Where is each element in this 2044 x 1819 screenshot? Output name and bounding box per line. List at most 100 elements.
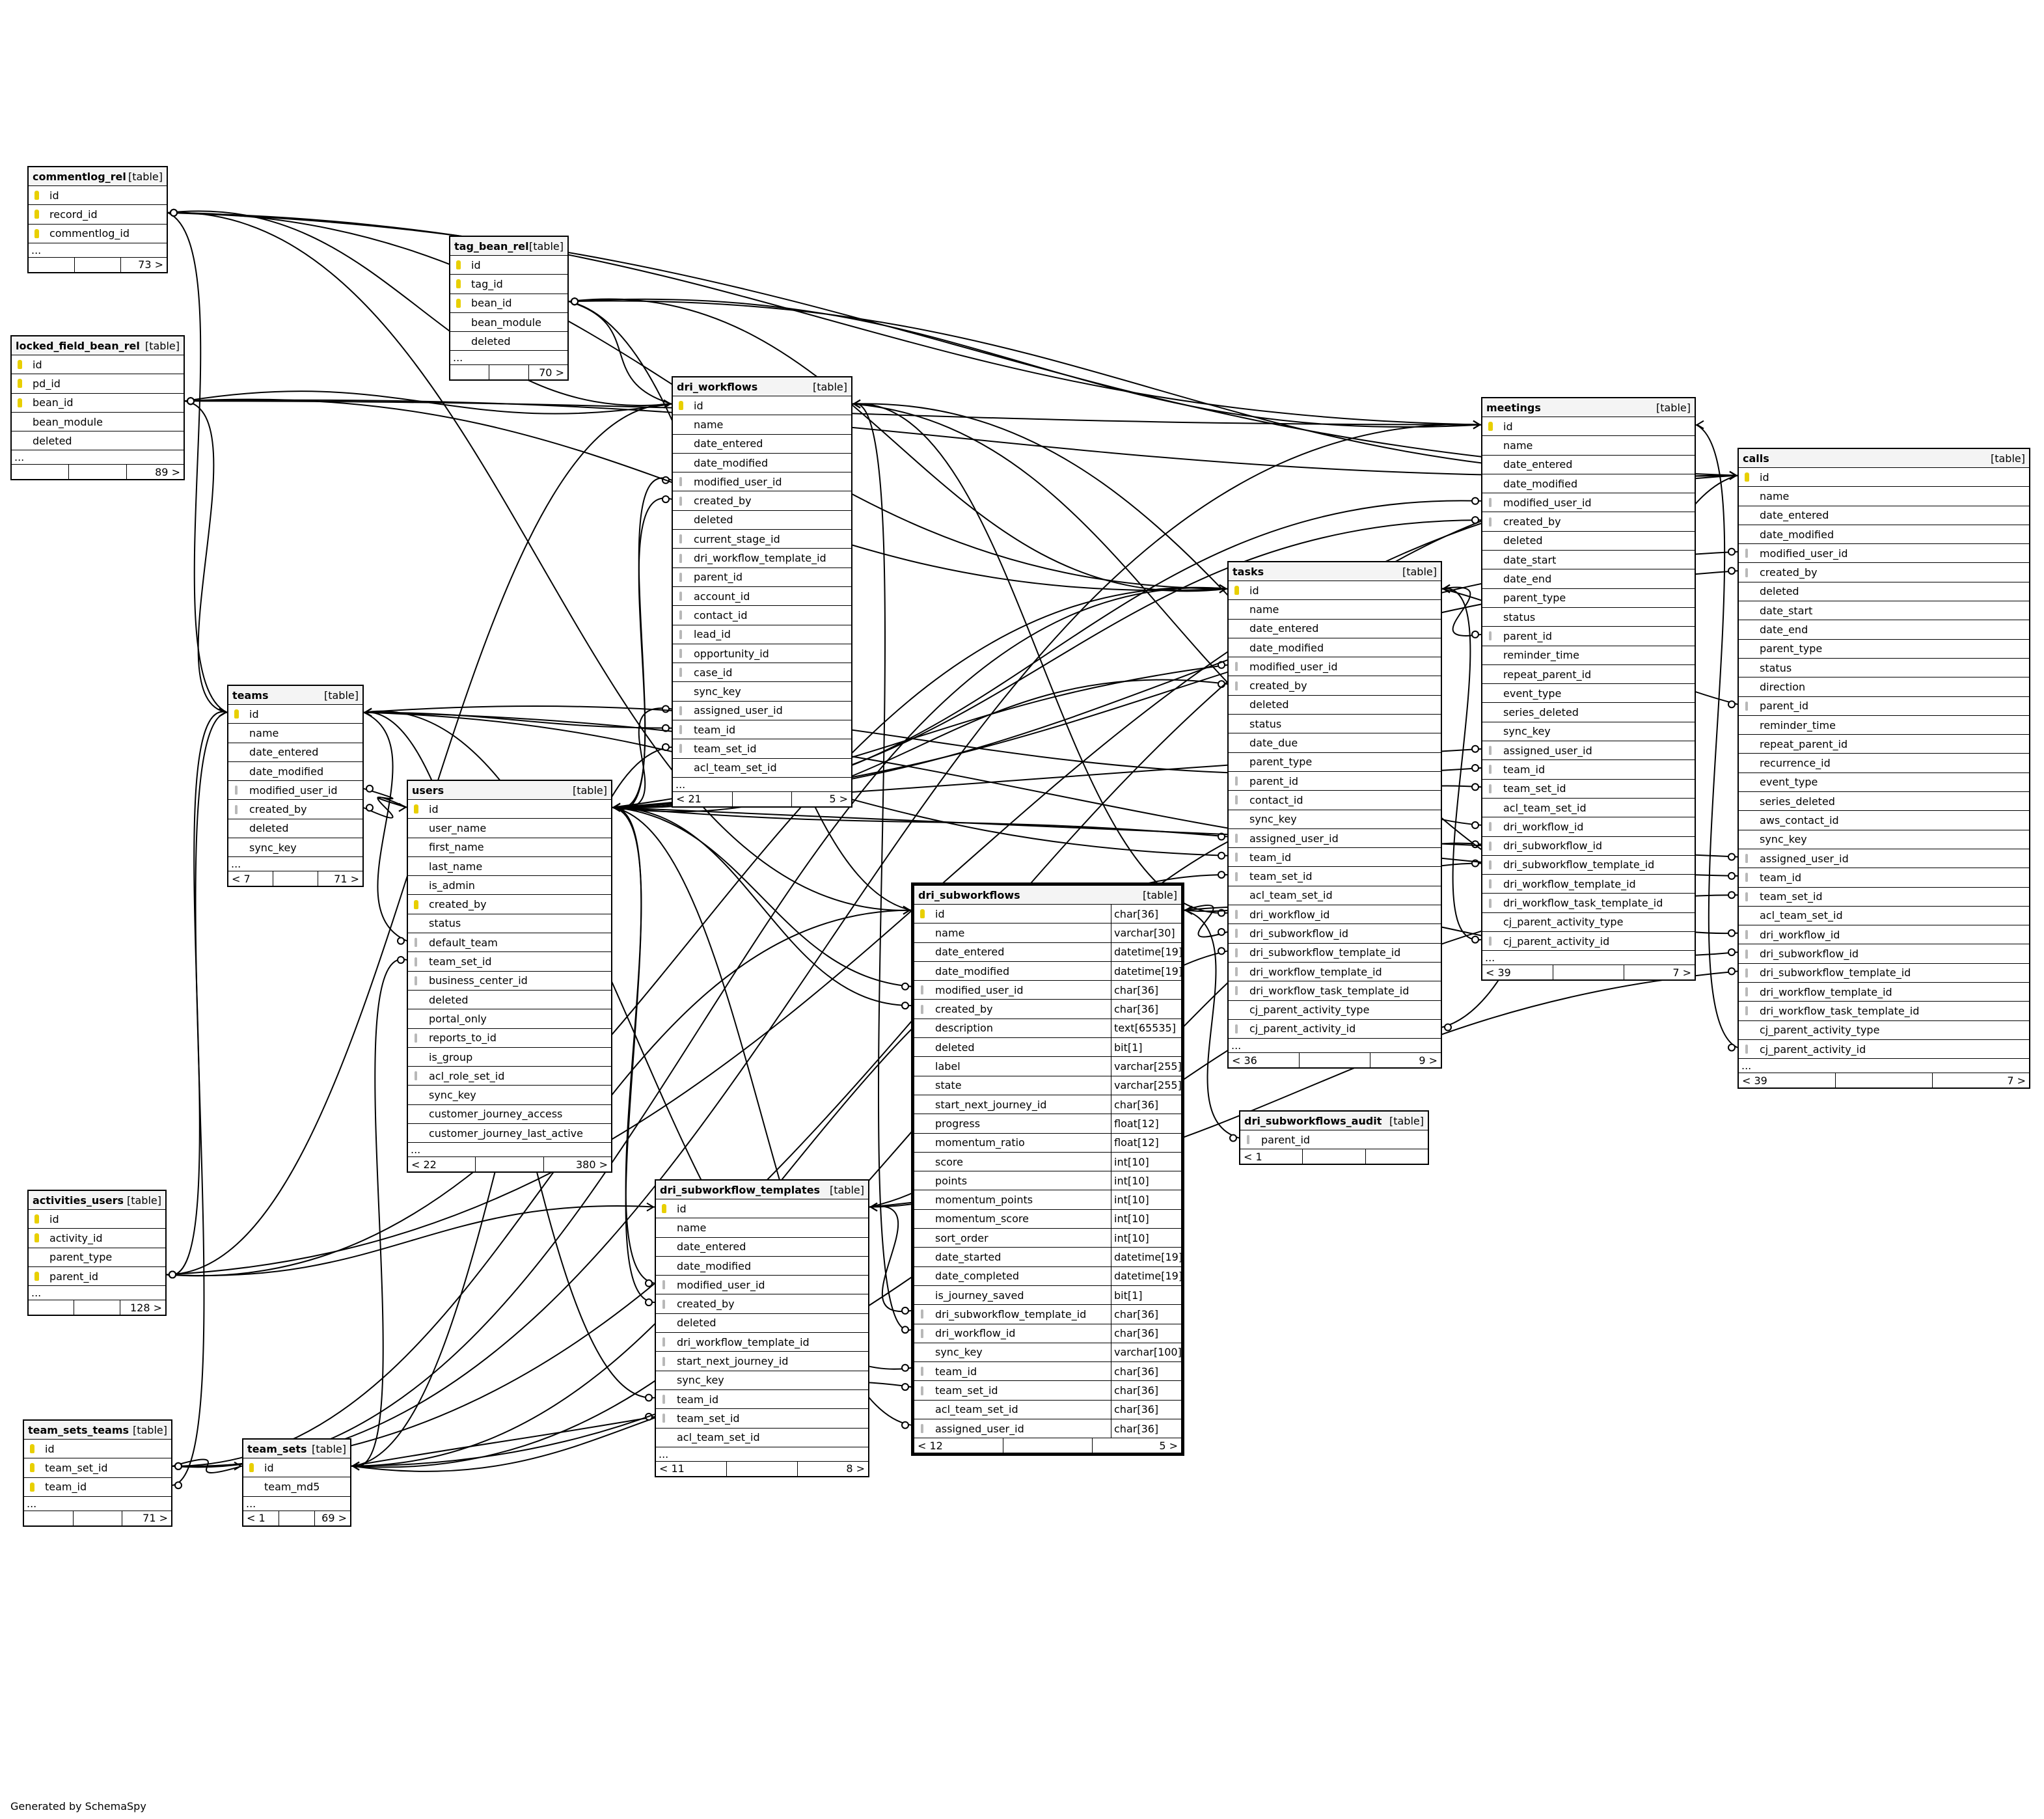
column-row[interactable]: team_set_id — [1482, 780, 1695, 799]
table-name[interactable]: team_sets — [247, 1442, 307, 1455]
column-row[interactable]: deleted — [673, 511, 851, 530]
column-row[interactable]: dri_subworkflow_id — [1739, 944, 2029, 964]
table-name[interactable]: teams — [232, 689, 269, 702]
column-row[interactable]: id — [1229, 581, 1441, 601]
table-header[interactable]: users[table] — [408, 781, 611, 800]
column-row[interactable]: deleted — [450, 332, 567, 351]
parent-count[interactable]: < 11 — [656, 1461, 727, 1476]
column-row[interactable]: created_by — [1229, 676, 1441, 696]
column-row[interactable]: date_due — [1229, 733, 1441, 753]
more-columns-indicator[interactable]: ... — [1739, 1059, 2029, 1074]
more-columns-indicator[interactable]: ... — [673, 778, 851, 792]
column-row[interactable]: name — [673, 415, 851, 435]
column-row[interactable]: dri_workflow_task_template_id — [1482, 894, 1695, 913]
column-row[interactable]: deleted — [1739, 582, 2029, 602]
column-row[interactable]: direction — [1739, 677, 2029, 697]
column-row[interactable]: dri_workflow_template_id — [1482, 875, 1695, 894]
child-count[interactable]: 5 > — [829, 793, 849, 806]
table-name[interactable]: dri_subworkflows_audit — [1244, 1114, 1382, 1127]
column-row[interactable]: name — [1739, 487, 2029, 506]
column-row[interactable]: deleted — [408, 991, 611, 1010]
more-columns-indicator[interactable]: ... — [228, 857, 362, 872]
column-row[interactable]: dri_subworkflow_template_id — [1229, 944, 1441, 963]
table-header[interactable]: team_sets_teams[table] — [24, 1421, 171, 1440]
column-row[interactable]: modified_user_id — [1229, 657, 1441, 677]
parent-count[interactable]: < 1 — [243, 1511, 279, 1525]
table-header[interactable]: tasks[table] — [1229, 562, 1441, 581]
column-row[interactable]: id — [29, 1210, 165, 1229]
column-row[interactable]: series_deleted — [1482, 703, 1695, 722]
column-row[interactable]: recurrence_id — [1739, 754, 2029, 773]
child-count[interactable]: 5 > — [1159, 1439, 1178, 1452]
column-row[interactable]: assigned_user_id — [673, 702, 851, 721]
table-name[interactable]: users — [412, 784, 444, 797]
table-name[interactable]: dri_subworkflows — [918, 888, 1020, 901]
child-count[interactable]: 71 > — [143, 1512, 169, 1525]
column-row[interactable]: current_stage_id — [673, 530, 851, 549]
column-row[interactable]: date_entered — [1229, 620, 1441, 638]
column-row[interactable]: cj_parent_activity_type — [1482, 913, 1695, 933]
column-row[interactable]: acl_team_set_id — [673, 759, 851, 778]
column-row[interactable]: start_next_journey_id — [656, 1352, 868, 1371]
column-row[interactable]: dri_workflow_template_id — [1229, 963, 1441, 982]
table-header[interactable]: calls[table] — [1739, 449, 2029, 468]
column-row[interactable]: date_end — [1739, 620, 2029, 640]
parent-count[interactable] — [29, 257, 75, 272]
column-row[interactable]: first_name — [408, 838, 611, 857]
table-name[interactable]: locked_field_bean_rel — [16, 339, 140, 352]
parent-count[interactable]: < 1 — [1240, 1149, 1303, 1164]
parent-count[interactable] — [12, 465, 70, 480]
column-row[interactable]: modified_user_id — [1482, 493, 1695, 513]
column-row[interactable]: business_center_id — [408, 972, 611, 991]
column-row[interactable]: parent_type — [1229, 753, 1441, 772]
column-row[interactable]: dri_subworkflow_id — [1482, 837, 1695, 856]
column-row[interactable]: id — [228, 705, 362, 724]
column-row[interactable]: default_team — [408, 933, 611, 953]
column-row[interactable]: dri_workflow_id — [1482, 817, 1695, 837]
table-header[interactable]: meetings[table] — [1482, 398, 1695, 417]
column-row[interactable]: aws_contact_id — [1739, 811, 2029, 830]
column-row[interactable]: cj_parent_activity_id — [1739, 1040, 2029, 1060]
column-row[interactable]: sync_key — [408, 1086, 611, 1105]
column-row[interactable]: reminder_time — [1482, 646, 1695, 665]
column-row[interactable]: account_id — [673, 587, 851, 607]
column-row[interactable]: deleted — [1482, 532, 1695, 551]
column-row[interactable]: customer_journey_last_active — [408, 1124, 611, 1143]
column-row[interactable]: dri_workflow_task_template_id — [1229, 981, 1441, 1001]
child-count[interactable]: 128 > — [129, 1301, 162, 1314]
child-count[interactable]: 7 > — [2007, 1074, 2026, 1087]
column-row[interactable]: created_by — [228, 800, 362, 819]
column-row[interactable]: portal_only — [408, 1009, 611, 1029]
column-row[interactable]: name — [1229, 600, 1441, 620]
column-row[interactable]: bean_module — [12, 413, 184, 432]
column-row[interactable]: sync_key — [673, 682, 851, 702]
column-row[interactable]: name — [1482, 436, 1695, 456]
table-header[interactable]: dri_subworkflows[table] — [914, 886, 1181, 905]
column-row[interactable]: parent_id — [673, 568, 851, 587]
parent-count[interactable] — [24, 1511, 74, 1525]
more-columns-indicator[interactable]: ... — [450, 351, 567, 366]
child-count[interactable]: 380 > — [575, 1158, 608, 1171]
column-row[interactable]: date_entered — [1482, 456, 1695, 474]
column-row[interactable]: parent_type — [1739, 640, 2029, 659]
column-row[interactable]: id — [12, 355, 184, 375]
column-row[interactable]: acl_role_set_id — [408, 1067, 611, 1086]
column-row[interactable]: team_set_id — [1229, 867, 1441, 886]
column-row[interactable]: date_modified — [1229, 638, 1441, 658]
more-columns-indicator[interactable]: ... — [12, 450, 184, 465]
column-row[interactable]: cj_parent_activity_type — [1229, 1001, 1441, 1020]
